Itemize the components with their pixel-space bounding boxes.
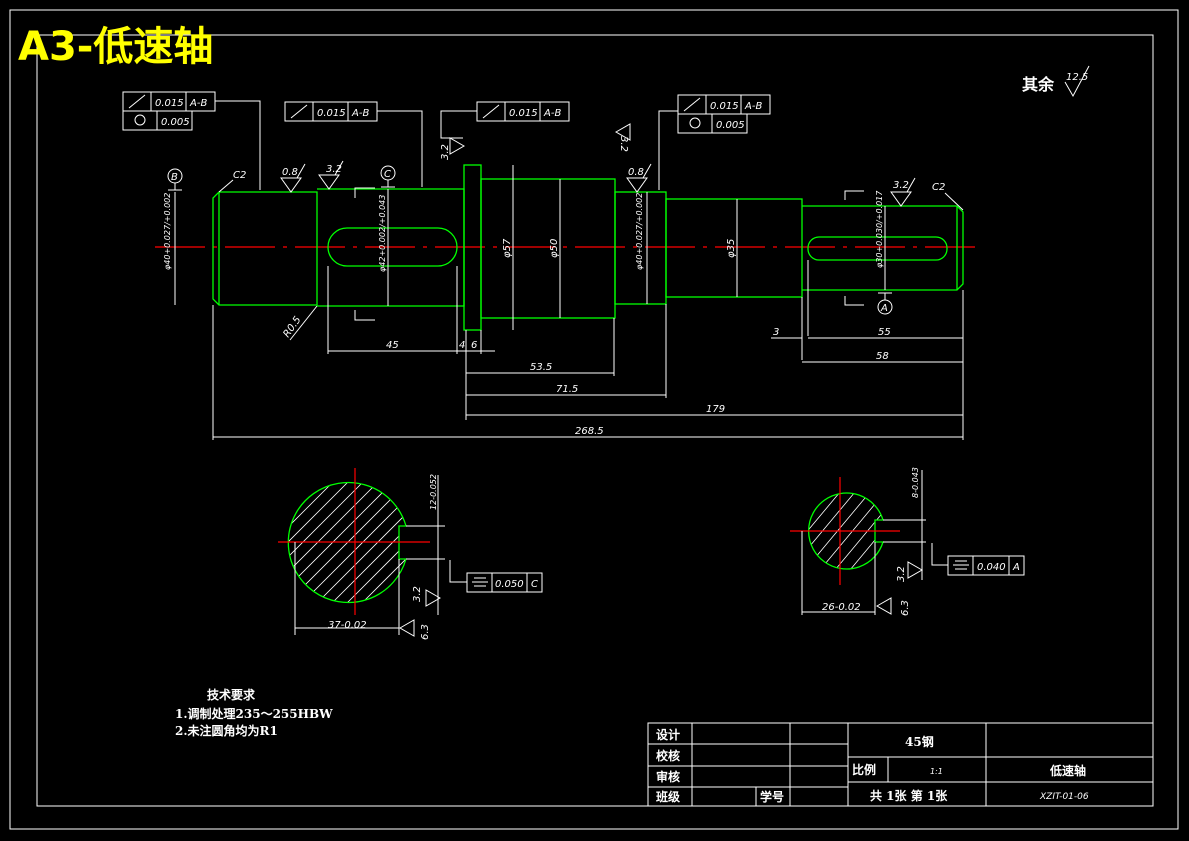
svg-text:φ42+0.002/+0.043: φ42+0.002/+0.043 [378,195,387,272]
chamfer-right: C2 [932,182,945,193]
svg-text:C: C [384,169,391,180]
svg-text:45: 45 [386,340,399,351]
svg-text:技术要求: 技术要求 [207,687,256,702]
svg-text:3.2: 3.2 [893,180,909,191]
roughness-default-label: 其余 [1022,75,1055,94]
svg-text:71.5: 71.5 [556,384,578,395]
section-view-left: 37-0.02 12-0.052 3.2 6.3 0.050 C [278,468,543,640]
svg-text:XZIT-01-06: XZIT-01-06 [1039,792,1089,802]
svg-text:A-B: A-B [351,108,369,119]
svg-text:0.005: 0.005 [716,120,745,131]
tolerance-frame-4: 0.015 A-B 0.005 [658,94,771,190]
svg-text:比例: 比例 [852,762,876,777]
svg-text:53.5: 53.5 [530,362,552,373]
svg-text:A: A [880,303,888,314]
svg-text:φ40+0.027/+0.002: φ40+0.027/+0.002 [635,193,644,270]
svg-text:班级: 班级 [656,789,680,804]
datum-c: C [380,165,396,188]
title-block: 设计 校核 审核 班级 学号 45钢 比例 1:1 共 1张 第 1张 低速轴 … [647,722,1154,807]
section-view-right: 26-0.02 8-0.043 3.2 6.3 0.040 A [790,467,1025,616]
svg-text:φ35: φ35 [726,239,737,258]
svg-text:6.3: 6.3 [420,624,431,640]
svg-text:0.8: 0.8 [282,167,298,178]
svg-text:2.未注圆角均为R1: 2.未注圆角均为R1 [175,723,278,738]
svg-text:3.2: 3.2 [412,586,423,602]
svg-text:φ50: φ50 [549,239,560,258]
keyway-left [327,227,458,267]
svg-text:0.015: 0.015 [509,108,538,119]
svg-text:0.040: 0.040 [977,562,1006,573]
tolerance-frame-2: 0.015 A-B [284,101,423,187]
svg-text:A-B: A-B [744,101,762,112]
tech-requirements: 技术要求 1.调制处理235～255HBW 2.未注圆角均为R1 [175,687,333,738]
svg-text:6: 6 [471,340,477,351]
svg-text:φ30+0.030/+0.017: φ30+0.030/+0.017 [875,190,884,268]
svg-text:0.005: 0.005 [161,117,190,128]
svg-text:校核: 校核 [656,748,680,763]
tolerance-frame-3: 0.015 A-B [440,101,570,139]
keyway-right [807,236,948,261]
svg-text:3.2: 3.2 [618,136,629,152]
svg-text:3.2: 3.2 [440,144,451,160]
svg-text:0.8: 0.8 [628,167,644,178]
roughness-icon [1064,65,1090,98]
roughness-default-value: 12.5 [1066,72,1088,83]
svg-text:1:1: 1:1 [930,767,943,776]
svg-text:审核: 审核 [656,769,680,784]
svg-text:4: 4 [459,340,465,351]
svg-text:1.调制处理235～255HBW: 1.调制处理235～255HBW [175,706,333,721]
svg-text:共 1张 第 1张: 共 1张 第 1张 [870,788,948,803]
svg-text:0.015: 0.015 [155,98,184,109]
section-markers [354,187,864,321]
svg-text:0.050: 0.050 [495,579,524,590]
svg-text:设计: 设计 [656,727,680,742]
svg-text:C: C [531,579,538,590]
svg-text:学号: 学号 [760,789,784,804]
svg-text:φ40+0.027/+0.002: φ40+0.027/+0.002 [163,193,172,270]
inner-frame [36,34,1154,807]
svg-text:55: 55 [878,327,891,338]
svg-text:φ57: φ57 [502,238,513,258]
shaft-outline [212,164,964,331]
svg-text:58: 58 [876,351,889,362]
diameter-dimensions: φ40+0.027/+0.002 φ42+0.002/+0.043 φ57 φ5… [163,165,886,330]
svg-text:26-0.02: 26-0.02 [822,602,861,613]
svg-text:A: A [1012,562,1020,573]
chamfer-left: C2 [233,170,246,181]
svg-text:179: 179 [706,404,725,415]
datum-a: A [877,292,893,315]
svg-text:0.015: 0.015 [317,108,346,119]
svg-text:A-B: A-B [189,98,207,109]
svg-text:37-0.02: 37-0.02 [328,620,367,631]
svg-text:A-B: A-B [543,108,561,119]
svg-text:12-0.052: 12-0.052 [429,474,438,510]
svg-text:3.2: 3.2 [896,566,907,582]
datum-b: B [167,168,183,191]
svg-text:3: 3 [773,327,779,338]
svg-text:3.2: 3.2 [326,164,342,175]
svg-text:6.3: 6.3 [900,600,911,616]
svg-text:0.015: 0.015 [710,101,739,112]
roughness-marks: 0.8 3.2 3.2 3.2 0.8 3.2 [280,123,916,207]
outer-frame [9,9,1179,830]
drawing-title: A3-低速轴 [18,24,213,70]
svg-text:B: B [171,172,178,183]
tolerance-frame-1: 0.015 A-B 0.005 [122,91,261,190]
svg-text:低速轴: 低速轴 [1049,763,1086,778]
svg-text:8-0.043: 8-0.043 [911,467,920,498]
svg-text:268.5: 268.5 [575,426,604,437]
svg-text:45钢: 45钢 [905,734,934,749]
